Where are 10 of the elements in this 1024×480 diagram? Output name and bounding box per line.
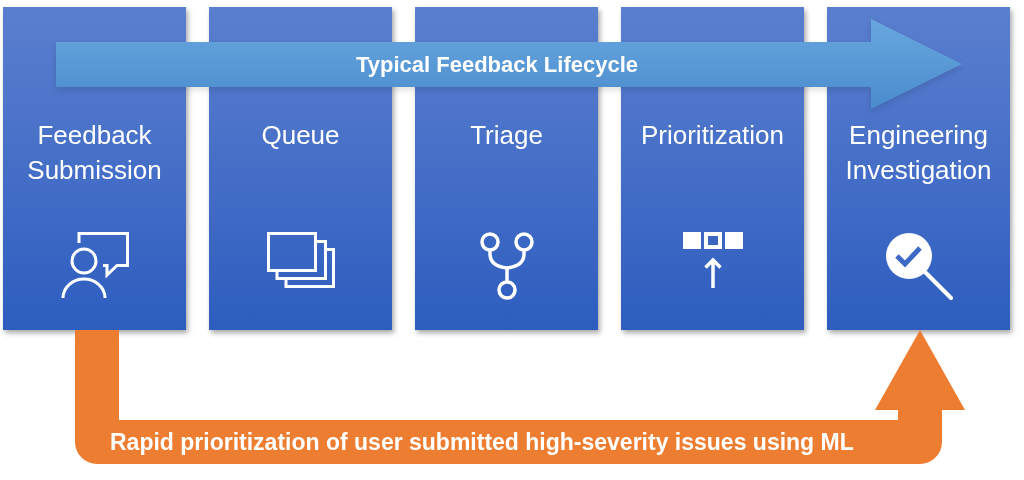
stage-title: Prioritization (640, 119, 785, 152)
stage-box (3, 7, 186, 330)
edge-label: Rapid prioritization of user submitted high-severity issues using ML (110, 429, 854, 455)
stage-title: Engineering Investigation (845, 119, 992, 187)
arrow (75, 330, 965, 464)
stage-title: Feedback Submission (27, 119, 162, 187)
stage-box (827, 7, 1010, 330)
title: Typical Feedback Lifecycle (355, 51, 639, 78)
stage-title: Queue (261, 119, 340, 152)
stage-title: Triage (470, 119, 543, 152)
